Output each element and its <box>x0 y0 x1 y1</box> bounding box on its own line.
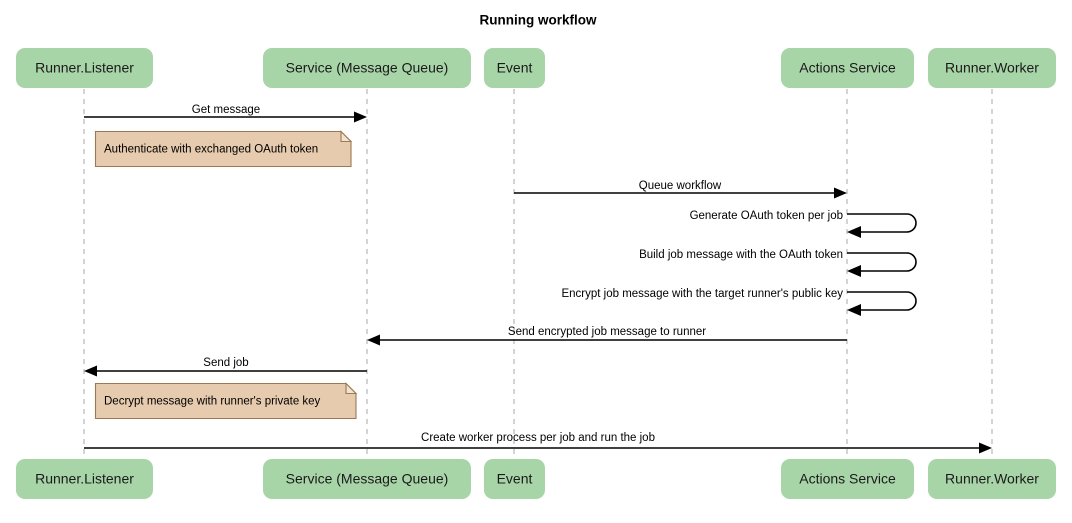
participant-box[interactable] <box>16 48 153 88</box>
participant-service-mq-bottom[interactable]: Service (Message Queue) <box>263 459 471 499</box>
participant-actions-service-bottom[interactable]: Actions Service <box>781 459 914 499</box>
participant-box[interactable] <box>263 48 471 88</box>
arrowhead-left-icon <box>847 226 861 238</box>
participant-box[interactable] <box>781 48 914 88</box>
participant-runner-listener-top[interactable]: Runner.Listener <box>16 48 153 88</box>
participant-box[interactable] <box>484 48 545 88</box>
participant-actions-service-top[interactable]: Actions Service <box>781 48 914 88</box>
message-get-message[interactable]: Get message <box>84 104 367 123</box>
participant-event-top[interactable]: Event <box>484 48 545 88</box>
participant-box[interactable] <box>781 459 914 499</box>
message-send-encrypted-job-message[interactable]: Send encrypted job message to runner <box>367 326 847 346</box>
message-label: Generate OAuth token per job <box>690 210 843 222</box>
message-queue-workflow[interactable]: Queue workflow <box>514 180 847 199</box>
note-fold-corner-icon <box>345 382 358 395</box>
participant-label: Event <box>497 60 533 76</box>
arrowhead-right-icon <box>354 111 367 123</box>
participant-label: Event <box>497 471 533 487</box>
message-label: Get message <box>192 104 260 116</box>
participants-header-group: Runner.Listener Service (Message Queue) … <box>16 48 1056 88</box>
participant-runner-listener-bottom[interactable]: Runner.Listener <box>16 459 153 499</box>
message-generate-oauth-token[interactable]: Generate OAuth token per job <box>690 210 917 238</box>
note-decrypt: Decrypt message with runner's private ke… <box>94 382 358 420</box>
message-label: Create worker process per job and run th… <box>421 432 655 444</box>
arrowhead-left-icon <box>847 265 861 277</box>
participant-label: Runner.Listener <box>35 60 134 76</box>
message-encrypt-job-message[interactable]: Encrypt job message with the target runn… <box>561 288 917 316</box>
self-loop-path <box>847 291 917 311</box>
self-loop-path <box>847 252 917 272</box>
participant-box[interactable] <box>484 459 545 499</box>
message-build-job-message[interactable]: Build job message with the OAuth token <box>639 249 917 277</box>
message-label: Queue workflow <box>639 180 722 192</box>
note-fold-corner-icon <box>340 130 353 143</box>
participant-box[interactable] <box>928 459 1056 499</box>
participant-label: Actions Service <box>799 471 896 487</box>
message-label: Send encrypted job message to runner <box>508 326 706 338</box>
message-label: Build job message with the OAuth token <box>639 249 843 261</box>
participant-label: Runner.Worker <box>945 471 1039 487</box>
participant-label: Service (Message Queue) <box>286 60 449 76</box>
participant-label: Actions Service <box>799 60 896 76</box>
self-loop-path <box>847 213 917 233</box>
note-shape <box>94 130 352 168</box>
participant-event-bottom[interactable]: Event <box>484 459 545 499</box>
participant-label: Runner.Worker <box>945 60 1039 76</box>
participant-label: Service (Message Queue) <box>286 471 449 487</box>
message-create-worker-process[interactable]: Create worker process per job and run th… <box>84 432 992 454</box>
note-shape <box>94 382 357 420</box>
participant-box[interactable] <box>16 459 153 499</box>
arrowhead-left-icon <box>367 334 380 346</box>
arrowhead-right-icon <box>834 187 847 199</box>
participants-footer-group: Runner.Listener Service (Message Queue) … <box>16 459 1056 499</box>
note-label: Decrypt message with runner's private ke… <box>104 396 321 408</box>
lifelines-group <box>83 89 993 459</box>
arrowhead-left-icon <box>84 365 97 377</box>
participant-box[interactable] <box>263 459 471 499</box>
participant-service-mq-top[interactable]: Service (Message Queue) <box>263 48 471 88</box>
arrowhead-left-icon <box>847 304 861 316</box>
participant-box[interactable] <box>928 48 1056 88</box>
participant-runner-worker-bottom[interactable]: Runner.Worker <box>928 459 1056 499</box>
message-label: Encrypt job message with the target runn… <box>561 288 843 300</box>
message-send-job[interactable]: Send job <box>84 357 367 377</box>
note-authenticate: Authenticate with exchanged OAuth token <box>94 130 353 168</box>
note-label: Authenticate with exchanged OAuth token <box>104 144 318 156</box>
arrowhead-right-icon <box>979 442 992 454</box>
message-label: Send job <box>203 357 248 369</box>
page-title: Running workflow <box>480 13 597 28</box>
participant-runner-worker-top[interactable]: Runner.Worker <box>928 48 1056 88</box>
participant-label: Runner.Listener <box>35 471 134 487</box>
